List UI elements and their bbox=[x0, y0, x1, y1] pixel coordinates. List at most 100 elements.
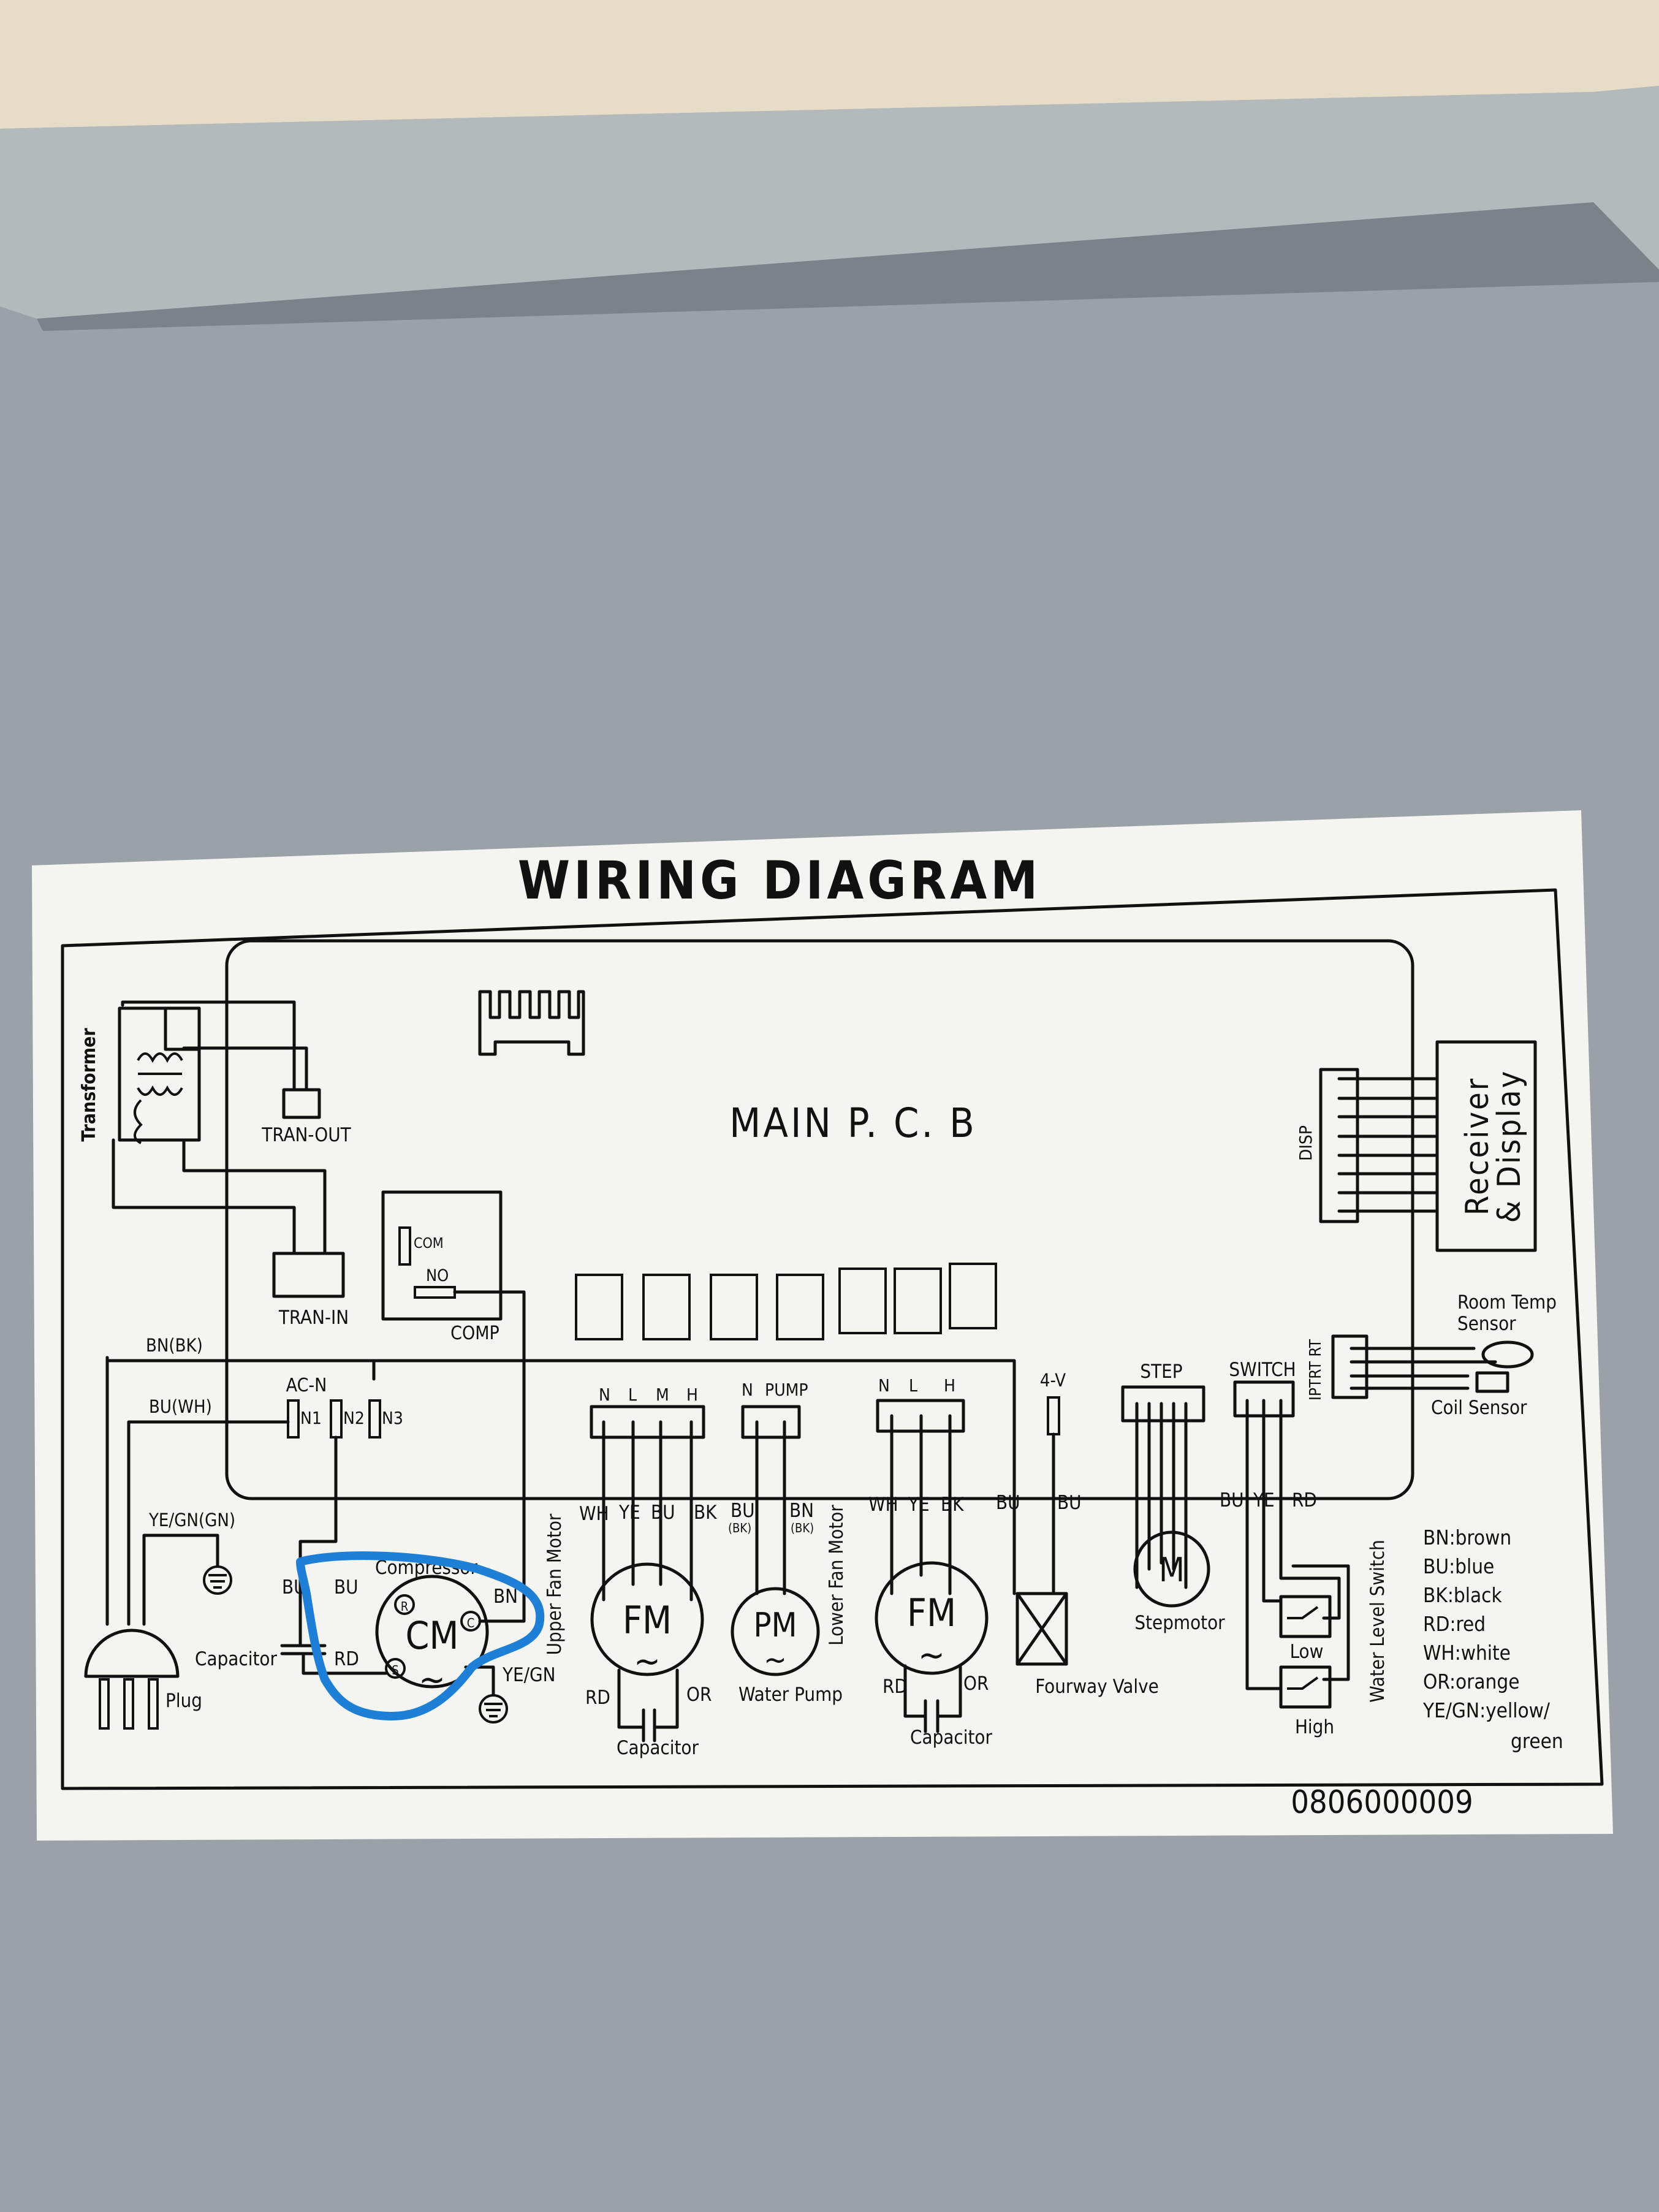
switch-contact bbox=[1287, 1676, 1319, 1690]
water-level-switch-label: Water Level Switch bbox=[1367, 1540, 1389, 1703]
wire bbox=[1291, 1564, 1350, 1681]
relay-blocks bbox=[575, 1263, 997, 1340]
legend-item: RD:red bbox=[1423, 1612, 1486, 1636]
room-temp-sensor-symbol bbox=[1481, 1340, 1534, 1369]
capacitor-upper-label: Capacitor bbox=[617, 1737, 699, 1759]
upper-fan-motor-label: Upper Fan Motor bbox=[544, 1513, 566, 1655]
tran-out-label: TRAN-OUT bbox=[261, 1124, 351, 1146]
capacitor-lower-label: Capacitor bbox=[910, 1727, 992, 1749]
comp-relay-box bbox=[381, 1190, 503, 1321]
pump-connector bbox=[741, 1405, 801, 1439]
wire-label-or-upper: OR bbox=[686, 1684, 712, 1706]
fan-upper-connector bbox=[590, 1405, 705, 1439]
low-label: Low bbox=[1290, 1641, 1324, 1663]
heatsink-icon bbox=[478, 990, 585, 1056]
legend-item: green bbox=[1511, 1729, 1563, 1753]
tran-out-connector bbox=[282, 1088, 321, 1119]
iptrt-rt-connector bbox=[1331, 1334, 1369, 1399]
wire-label-ye-gn-gn: YE/GN(GN) bbox=[148, 1510, 235, 1530]
coil-sensor-label: Coil Sensor bbox=[1431, 1397, 1527, 1419]
wire-label-bu-valve1: BU bbox=[996, 1492, 1020, 1514]
wire-label-bu-valve2: BU bbox=[1057, 1492, 1082, 1514]
display-label: & Display bbox=[1491, 1070, 1528, 1223]
comp-label: COMP bbox=[450, 1323, 499, 1344]
wire bbox=[112, 1138, 296, 1255]
valve-cross bbox=[1016, 1592, 1068, 1666]
wire bbox=[302, 1652, 388, 1675]
transformer-symbol bbox=[118, 1006, 201, 1144]
fm-label-lower: FM bbox=[907, 1591, 956, 1635]
diagram-content: WIRING DIAGRAM MAIN P. C. B Tra bbox=[61, 850, 1604, 1821]
legend-item: OR:orange bbox=[1423, 1670, 1519, 1693]
r-terminal-label: R bbox=[401, 1599, 409, 1614]
wire-label-bk-upper: BK bbox=[694, 1502, 717, 1524]
stepmotor-symbol bbox=[1133, 1530, 1210, 1608]
high-level-switch bbox=[1279, 1665, 1332, 1709]
fourway-valve-symbol bbox=[1016, 1592, 1068, 1666]
receiver-label: Receiver bbox=[1459, 1077, 1496, 1215]
r-terminal bbox=[394, 1594, 415, 1615]
wire-label-bk-paren-pump: (BK) bbox=[728, 1521, 751, 1535]
hand-drawn-highlight-circle bbox=[296, 1551, 545, 1720]
wire-label-bn-comp: BN bbox=[493, 1586, 518, 1608]
conn-upper-n: N bbox=[599, 1385, 610, 1405]
wire-label-bu-wh: BU(WH) bbox=[149, 1396, 212, 1417]
wire-label-rd-comp: RD bbox=[334, 1648, 359, 1670]
wire bbox=[1279, 1399, 1341, 1620]
lower-fan-motor-label: Lower Fan Motor bbox=[826, 1505, 848, 1646]
wire bbox=[1262, 1399, 1283, 1603]
legend-item: BK:black bbox=[1423, 1583, 1502, 1607]
disp-wires bbox=[1337, 1077, 1439, 1213]
conn-upper-l: L bbox=[628, 1385, 637, 1405]
water-pump-symbol bbox=[731, 1587, 820, 1676]
wire bbox=[142, 1534, 219, 1626]
disp-label: DISP bbox=[1296, 1125, 1316, 1161]
wire-label-bn-bk: BN(BK) bbox=[146, 1335, 203, 1356]
wire bbox=[121, 1000, 296, 1092]
wire bbox=[453, 1290, 526, 1503]
plug-icon bbox=[84, 1629, 180, 1730]
part-number: 0806000009 bbox=[1291, 1784, 1473, 1821]
color-legend: BN:brown BU:blue BK:black RD:red WH:whit… bbox=[1422, 1526, 1563, 1753]
wire-label-bu-upper: BU bbox=[651, 1502, 675, 1524]
fm-label-upper: FM bbox=[623, 1598, 672, 1643]
wire bbox=[653, 1668, 679, 1729]
c-terminal-label: C bbox=[467, 1616, 475, 1630]
n3-label: N3 bbox=[382, 1408, 403, 1428]
fourway-valve-label: Fourway Valve bbox=[1035, 1676, 1159, 1698]
legend-item: YE/GN:yellow/ bbox=[1422, 1698, 1550, 1722]
wire-label-rd-lower: RD bbox=[883, 1676, 908, 1698]
cm-label: CM bbox=[405, 1613, 458, 1658]
upper-fan-motor-symbol bbox=[590, 1562, 704, 1676]
room-temp-line2: Sensor bbox=[1457, 1313, 1516, 1335]
wire-label-ye-lower: YE bbox=[908, 1494, 930, 1516]
no-label: NO bbox=[426, 1266, 449, 1285]
wire bbox=[298, 1435, 338, 1648]
low-level-switch bbox=[1279, 1595, 1332, 1638]
wire-label-or-lower: OR bbox=[963, 1673, 989, 1695]
compressor-cm-symbol bbox=[375, 1575, 489, 1689]
pump-tilde: ~ bbox=[764, 1642, 787, 1678]
wire bbox=[127, 1420, 290, 1626]
pm-label: PM bbox=[753, 1606, 797, 1644]
capacitor-small-label: Capacitor bbox=[195, 1648, 277, 1670]
wire-label-rd-upper: RD bbox=[585, 1687, 610, 1709]
main-pcb-outline bbox=[225, 939, 1414, 1500]
disp-connector bbox=[1319, 1068, 1359, 1223]
metal-rail bbox=[0, 86, 1659, 319]
tran-in-connector bbox=[272, 1252, 345, 1298]
lower-fan-tilde: ~ bbox=[918, 1634, 945, 1676]
n2-label: N2 bbox=[343, 1408, 365, 1428]
conn-pump-label: PUMP bbox=[765, 1380, 808, 1400]
conn-lower-h: H bbox=[944, 1375, 955, 1396]
n3-terminal bbox=[368, 1399, 381, 1439]
ac-n-label: AC-N bbox=[286, 1375, 327, 1396]
legend-item: BN:brown bbox=[1423, 1526, 1511, 1549]
com-terminal bbox=[398, 1226, 411, 1266]
wire-label-bk-lower: BK bbox=[941, 1494, 964, 1516]
legend-item: BU:blue bbox=[1423, 1554, 1494, 1578]
plug-label: Plug bbox=[165, 1690, 202, 1712]
ground-icon bbox=[203, 1565, 232, 1595]
tran-in-label: TRAN-IN bbox=[278, 1307, 349, 1329]
